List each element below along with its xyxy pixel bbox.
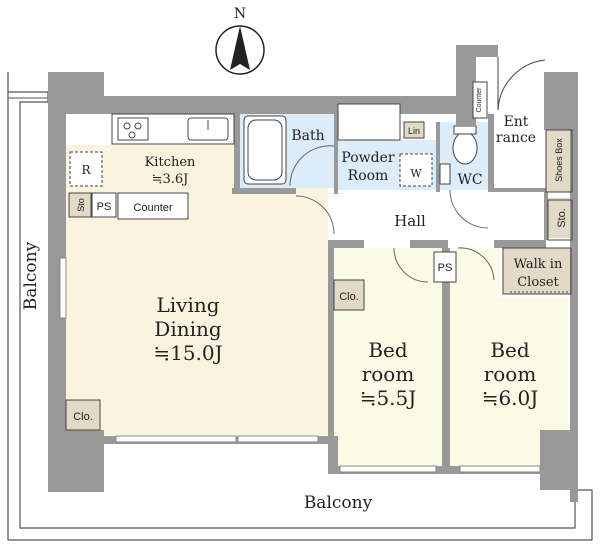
linen-cabinet bbox=[403, 121, 425, 139]
living-area: ≒15.0J bbox=[153, 341, 222, 365]
bed1-area: ≒5.5J bbox=[360, 386, 417, 410]
clo-label-bedroom: Clo. bbox=[339, 291, 359, 303]
bed2-line1: Bed bbox=[490, 338, 530, 362]
entrance-line1: Ent bbox=[504, 114, 529, 130]
vanity bbox=[337, 103, 401, 141]
bed2-line2: room bbox=[484, 362, 537, 386]
ps-box-hall bbox=[433, 251, 457, 283]
kitchen-area: ≒3.6J bbox=[152, 172, 189, 187]
counter-peninsula bbox=[117, 192, 189, 220]
walkin-line1: Walk in bbox=[514, 257, 563, 272]
sto2-label: Sto. bbox=[556, 208, 568, 228]
washer-icon bbox=[399, 153, 433, 187]
kitchen-name: Kitchen bbox=[145, 155, 196, 170]
clo-floor-1 bbox=[334, 280, 364, 310]
balcony-left-label: Balcony bbox=[21, 241, 41, 310]
bath-label: Bath bbox=[291, 128, 324, 144]
clo-label-living: Clo. bbox=[73, 411, 93, 423]
bathtub-icon bbox=[243, 115, 287, 185]
living-line1: Living bbox=[156, 293, 219, 317]
wc-sink bbox=[439, 163, 451, 185]
powder-line1: Powder bbox=[341, 150, 395, 166]
compass: N bbox=[215, 6, 265, 75]
counter-label: Counter bbox=[133, 202, 172, 214]
bed2-area: ≒6.0J bbox=[482, 386, 539, 410]
fridge-icon bbox=[69, 151, 103, 187]
bed1-line1: Bed bbox=[368, 338, 408, 362]
bedroom2-top-floor bbox=[450, 248, 500, 298]
bed1-line2: room bbox=[362, 362, 415, 386]
walkin-floor bbox=[503, 248, 571, 294]
living-line2: Dining bbox=[154, 317, 222, 341]
clo-floor-2 bbox=[66, 400, 100, 430]
wc-label: WC bbox=[457, 172, 482, 188]
lin-label: Lin bbox=[408, 126, 420, 136]
entrance-counter-label: Counter bbox=[476, 87, 483, 113]
balcony-bottom-label: Balcony bbox=[304, 493, 373, 513]
ps-label-kitchen: PS bbox=[97, 201, 112, 213]
sto2-floor bbox=[546, 198, 570, 238]
powder-line2: Room bbox=[348, 168, 389, 184]
toilet-icon bbox=[452, 131, 478, 165]
hall-floor bbox=[328, 192, 546, 240]
compass-north-label: N bbox=[234, 6, 246, 22]
stove bbox=[117, 117, 149, 141]
shoes-box-floor bbox=[546, 130, 572, 192]
washer-label: W bbox=[410, 167, 422, 180]
walkin-line2: Closet bbox=[517, 275, 559, 290]
windows bbox=[59, 257, 541, 473]
ps-label-hall: PS bbox=[438, 262, 453, 274]
sto-label: Sto bbox=[76, 198, 86, 212]
balcony-outline bbox=[7, 72, 593, 541]
fridge-label: R bbox=[81, 163, 91, 177]
sto-floor bbox=[69, 193, 91, 217]
ps-box-kitchen bbox=[91, 192, 117, 218]
hall-label: Hall bbox=[394, 212, 426, 230]
entrance-line2: rance bbox=[496, 130, 536, 146]
shoes-box-label: Shoes Box bbox=[554, 138, 564, 182]
entrance-counter bbox=[472, 81, 488, 119]
